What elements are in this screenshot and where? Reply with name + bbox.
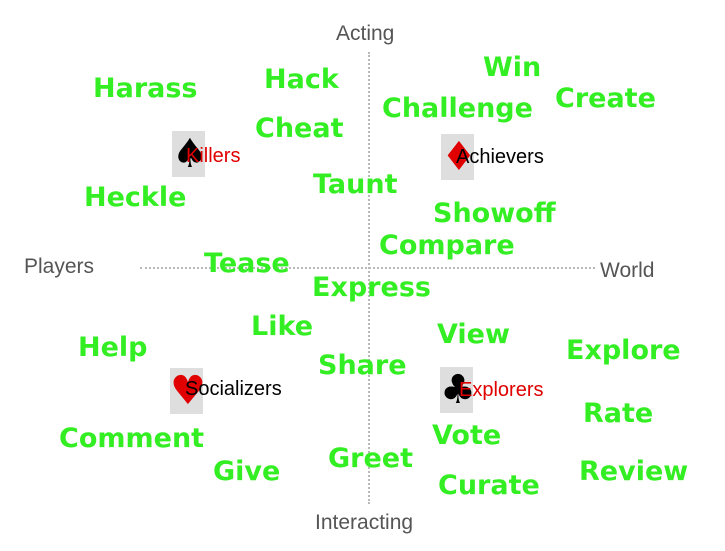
verb-help: Help: [78, 332, 148, 363]
killers-label: Killers: [186, 145, 241, 167]
verb-hack: Hack: [264, 64, 339, 95]
verb-harass: Harass: [93, 73, 198, 104]
verb-create: Create: [555, 83, 656, 114]
vertical-axis-line: [368, 52, 370, 504]
axis-label-acting: Acting: [336, 22, 395, 45]
verb-express: Express: [312, 272, 431, 303]
verb-vote: Vote: [432, 420, 502, 451]
verb-comment: Comment: [59, 423, 205, 454]
achievers-label: Achievers: [456, 146, 544, 168]
explorers-label: Explorers: [459, 379, 544, 401]
verb-cheat: Cheat: [255, 113, 344, 144]
verb-curate: Curate: [438, 470, 540, 501]
achievers-card: ♦: [441, 134, 477, 180]
heart-icon: ♥: [170, 368, 206, 414]
socializers-label: Socializers: [185, 378, 282, 400]
verb-give: Give: [213, 456, 281, 487]
diamond-icon: ♦: [441, 134, 477, 180]
verb-taunt: Taunt: [313, 169, 398, 200]
axis-label-players: Players: [24, 255, 95, 278]
verb-greet: Greet: [328, 443, 414, 474]
horizontal-axis-line: [140, 267, 595, 269]
killers-card: ♠: [172, 131, 208, 177]
verb-tease: Tease: [204, 248, 290, 279]
spade-icon: ♠: [172, 131, 208, 177]
verb-heckle: Heckle: [84, 182, 187, 213]
axis-label-interacting: Interacting: [315, 511, 414, 534]
verb-challenge: Challenge: [382, 93, 533, 124]
verb-showoff: Showoff: [433, 198, 556, 229]
axis-label-world: World: [600, 259, 655, 282]
verb-compare: Compare: [379, 230, 515, 261]
club-icon: ♣: [440, 367, 476, 413]
verb-like: Like: [251, 311, 314, 342]
verb-win: Win: [483, 52, 542, 83]
explorers-card: ♣: [440, 367, 476, 413]
verb-view: View: [437, 319, 510, 350]
verb-review: Review: [579, 456, 689, 487]
socializers-card: ♥: [170, 368, 206, 414]
verb-rate: Rate: [583, 398, 654, 429]
verb-share: Share: [318, 350, 407, 381]
verb-explore: Explore: [566, 335, 681, 366]
